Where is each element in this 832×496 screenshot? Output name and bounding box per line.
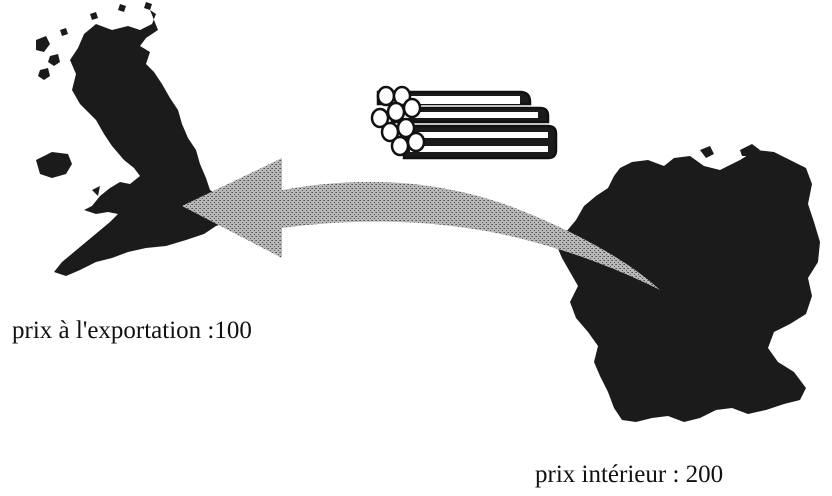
export-arrow-icon	[182, 158, 660, 290]
pipe-bundle-icon	[370, 85, 558, 160]
export-price-label: prix à l'exportation :100	[12, 317, 252, 344]
germany-map-icon	[556, 144, 820, 422]
domestic-price-label: prix intérieur : 200	[535, 461, 724, 488]
uk-map-icon	[36, 2, 236, 276]
